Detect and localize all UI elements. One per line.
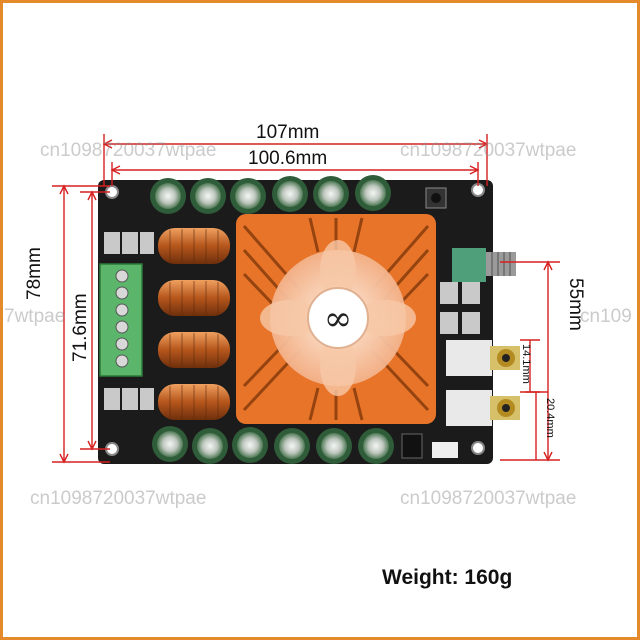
dimension-hole-spacing-length: 100.6mm xyxy=(248,148,328,169)
dimension-lines xyxy=(52,134,560,464)
dimension-jack-spacing: 14.1mm xyxy=(520,344,532,384)
cooling-fan: ∞ xyxy=(260,240,416,396)
dimension-jack-height: 20.4mm xyxy=(544,398,556,438)
watermark-text: cn109 xyxy=(580,306,632,327)
watermark-text: 7wtpae xyxy=(4,306,66,327)
pin-header xyxy=(401,433,458,459)
speaker-terminal-block xyxy=(99,263,143,377)
left-smd-components xyxy=(104,232,154,410)
watermark-text: cn1098720037wtpae xyxy=(30,488,207,509)
top-capacitors xyxy=(150,175,391,214)
watermark-text: cn1098720037wtpae xyxy=(40,140,217,161)
watermark-text: cn1098720037wtpae xyxy=(400,488,577,509)
inductor-coils xyxy=(158,228,230,420)
svg-text:∞: ∞ xyxy=(324,299,352,339)
volume-knob xyxy=(452,248,516,282)
dimension-hole-spacing-width: 71.6mm xyxy=(70,293,91,362)
weight-label: Weight: 160g xyxy=(382,566,513,589)
rca-jacks xyxy=(446,340,520,426)
right-smd-components xyxy=(440,282,480,334)
board-button xyxy=(425,187,447,209)
dimension-overall-length: 107mm xyxy=(256,122,320,143)
watermark-text: cn1098720037wtpae xyxy=(400,140,577,161)
bottom-capacitors xyxy=(152,426,394,464)
dimension-side-height: 55mm xyxy=(565,278,586,331)
dimension-overall-width: 78mm xyxy=(24,247,45,300)
